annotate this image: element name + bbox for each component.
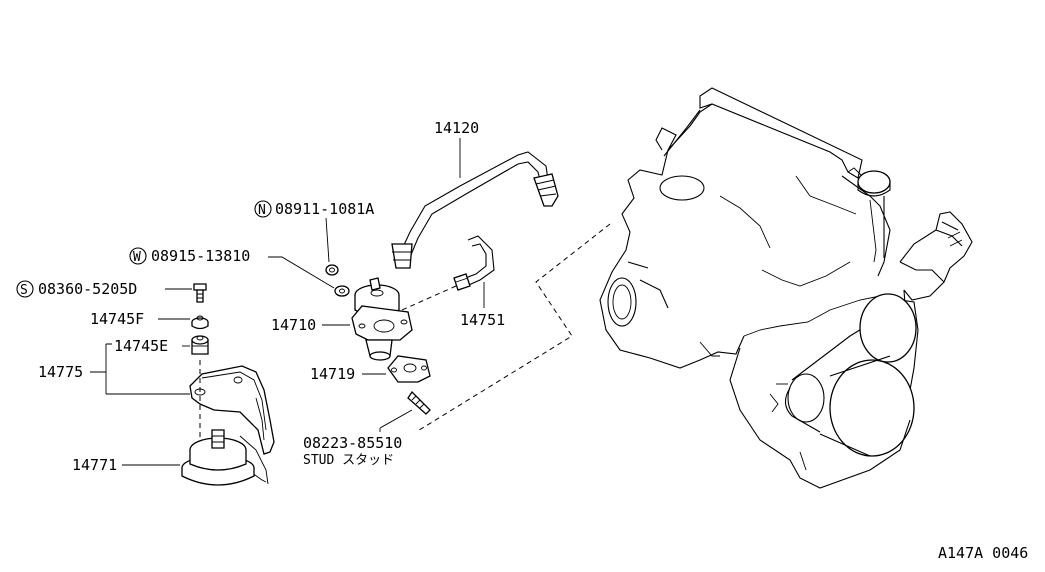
w-symbol-icon — [129, 247, 147, 265]
hose-leader-dashed — [401, 285, 457, 311]
screw-icon — [193, 283, 207, 303]
pipe-14120 — [391, 151, 559, 269]
hose-14751-icon — [453, 235, 495, 291]
stud-icon — [407, 390, 431, 415]
n-symbol-icon — [254, 200, 272, 218]
label-gasket: 14719 — [310, 365, 355, 383]
figure-code: A147A 0046 — [938, 544, 1028, 562]
label-washer-w: 08915-13810 — [151, 247, 250, 265]
label-s-mark: S — [20, 283, 28, 298]
label-w-mark: W — [133, 250, 141, 265]
gasket-icon — [387, 355, 431, 383]
label-stud: 08223-85510 — [303, 434, 402, 452]
egr-valve-icon — [351, 277, 413, 361]
engine-block — [599, 87, 973, 489]
label-insulator-e: 14745E — [114, 337, 168, 355]
label-insulator-f: 14745F — [90, 310, 144, 328]
insulator-f-icon — [191, 315, 209, 330]
label-valve: 14710 — [271, 316, 316, 334]
assembly-leader-dashed — [415, 223, 611, 433]
label-bolt-n: 08911-1081A — [275, 200, 374, 218]
label-control-valve: 14771 — [72, 456, 117, 474]
label-bracket: 14775 — [38, 363, 83, 381]
label-hose: 14751 — [460, 311, 505, 329]
label-screw-s: 08360-5205D — [38, 280, 137, 298]
label-stud-caption: STUD スタッド — [303, 453, 394, 468]
insulator-e-icon — [191, 335, 209, 355]
nut-icon — [325, 264, 339, 276]
s-symbol-icon — [16, 280, 34, 298]
label-pipe: 14120 — [434, 119, 479, 137]
washer-icon — [334, 285, 350, 297]
control-valve-icon — [181, 429, 269, 486]
label-n-mark: N — [258, 203, 266, 218]
